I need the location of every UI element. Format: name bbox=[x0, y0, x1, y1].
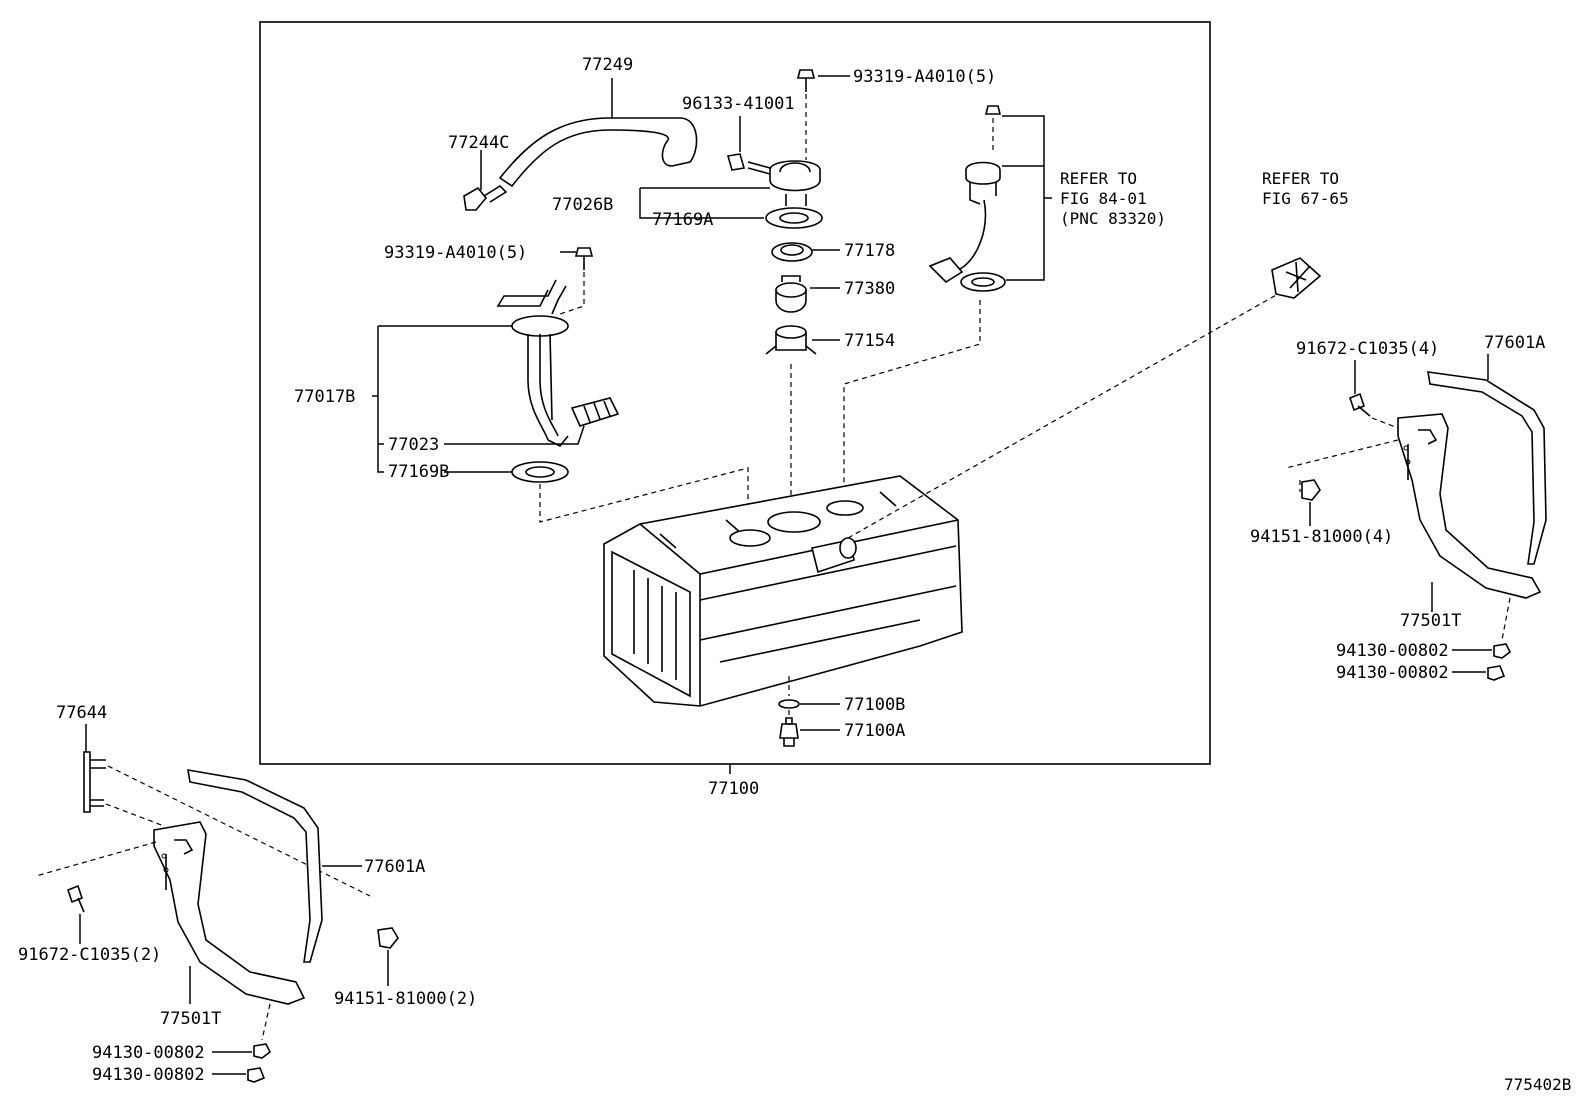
label-77380[interactable]: 77380 bbox=[844, 279, 895, 299]
label-93319-top[interactable]: 93319-A4010(5) bbox=[853, 67, 996, 87]
label-77100a[interactable]: 77100A bbox=[844, 721, 905, 741]
strap-77601a-right[interactable] bbox=[1427, 371, 1547, 565]
sleeve-77154[interactable] bbox=[765, 325, 817, 355]
drain-gasket-77100b[interactable] bbox=[778, 699, 800, 709]
vent-hose-77249[interactable] bbox=[498, 117, 698, 188]
label-77249[interactable]: 77249 bbox=[582, 55, 633, 75]
bracket-77501t-left[interactable] bbox=[153, 821, 306, 1005]
label-94130-right-2[interactable]: 94130-00802 bbox=[1336, 663, 1449, 683]
refer-67-65-line2: FIG 67-65 bbox=[1262, 189, 1349, 208]
assembly-frame bbox=[259, 21, 1211, 765]
bolt-93319-left[interactable] bbox=[574, 247, 594, 270]
label-94151-left[interactable]: 94151-81000(2) bbox=[334, 989, 477, 1009]
label-77601a-left[interactable]: 77601A bbox=[364, 857, 425, 877]
label-94130-right-1[interactable]: 94130-00802 bbox=[1336, 641, 1449, 661]
fuel-tank-77100[interactable] bbox=[603, 475, 963, 707]
diagram-id: 775402B bbox=[1504, 1075, 1571, 1094]
label-77100b[interactable]: 77100B bbox=[844, 695, 905, 715]
label-77178[interactable]: 77178 bbox=[844, 241, 895, 261]
label-94130-left-1[interactable]: 94130-00802 bbox=[92, 1043, 205, 1063]
filter-77023[interactable] bbox=[570, 397, 620, 427]
fuel-sender-gauge[interactable] bbox=[928, 105, 1002, 284]
label-77100[interactable]: 77100 bbox=[708, 779, 759, 799]
gasket-77169a[interactable] bbox=[765, 207, 823, 229]
gasket-77169b[interactable] bbox=[511, 461, 569, 483]
vent-valve-77026b[interactable] bbox=[747, 160, 821, 206]
refer-84-01-line2: FIG 84-01 bbox=[1060, 189, 1147, 208]
label-91672-left[interactable]: 91672-C1035(2) bbox=[18, 945, 161, 965]
suction-pipe-77017b[interactable] bbox=[496, 279, 569, 448]
label-77026b[interactable]: 77026B bbox=[552, 195, 613, 215]
gasket-sender[interactable] bbox=[960, 272, 1006, 292]
label-94151-right[interactable]: 94151-81000(4) bbox=[1250, 527, 1393, 547]
label-77244c[interactable]: 77244C bbox=[448, 133, 509, 153]
label-77644[interactable]: 77644 bbox=[56, 703, 107, 723]
refer-84-01-line3: (PNC 83320) bbox=[1060, 209, 1166, 228]
bolt-91672-right[interactable] bbox=[1349, 392, 1371, 417]
label-77154[interactable]: 77154 bbox=[844, 331, 895, 351]
nut-94151-right[interactable] bbox=[1301, 479, 1321, 501]
cap-77380[interactable] bbox=[775, 275, 807, 313]
clip-96133[interactable] bbox=[726, 153, 746, 171]
bolt-91672-left[interactable] bbox=[67, 884, 85, 913]
drain-plug-77100a[interactable] bbox=[779, 717, 799, 747]
label-77169a[interactable]: 77169A bbox=[652, 210, 713, 230]
refer-67-65-line1: REFER TO bbox=[1262, 169, 1339, 188]
label-94130-left-2[interactable]: 94130-00802 bbox=[92, 1065, 205, 1085]
label-77169b[interactable]: 77169B bbox=[388, 462, 449, 482]
bolt-93319-top[interactable] bbox=[796, 69, 816, 92]
label-96133[interactable]: 96133-41001 bbox=[682, 94, 795, 114]
label-93319-left[interactable]: 93319-A4010(5) bbox=[384, 243, 527, 263]
nut-94130-left-2[interactable] bbox=[247, 1067, 266, 1083]
label-77501t-right[interactable]: 77501T bbox=[1400, 611, 1461, 631]
filler-cap-ref[interactable] bbox=[1271, 257, 1322, 299]
label-77601a-right[interactable]: 77601A bbox=[1484, 333, 1545, 353]
label-91672-right[interactable]: 91672-C1035(4) bbox=[1296, 339, 1439, 359]
label-77023[interactable]: 77023 bbox=[388, 435, 439, 455]
spacer-77644[interactable] bbox=[83, 751, 106, 813]
refer-84-01-line1: REFER TO bbox=[1060, 169, 1137, 188]
label-77017b[interactable]: 77017B bbox=[294, 387, 355, 407]
bracket-77501t-right[interactable] bbox=[1397, 413, 1542, 599]
nut-94151-left[interactable] bbox=[377, 927, 399, 949]
hose-fitting-77244c[interactable] bbox=[463, 184, 508, 211]
nut-94130-right-1[interactable] bbox=[1493, 643, 1512, 659]
nut-94130-left-1[interactable] bbox=[253, 1043, 272, 1059]
strap-77601a-left[interactable] bbox=[187, 769, 323, 963]
label-77501t-left[interactable]: 77501T bbox=[160, 1009, 221, 1029]
nut-94130-right-2[interactable] bbox=[1487, 665, 1506, 681]
gasket-77178[interactable] bbox=[771, 242, 813, 262]
